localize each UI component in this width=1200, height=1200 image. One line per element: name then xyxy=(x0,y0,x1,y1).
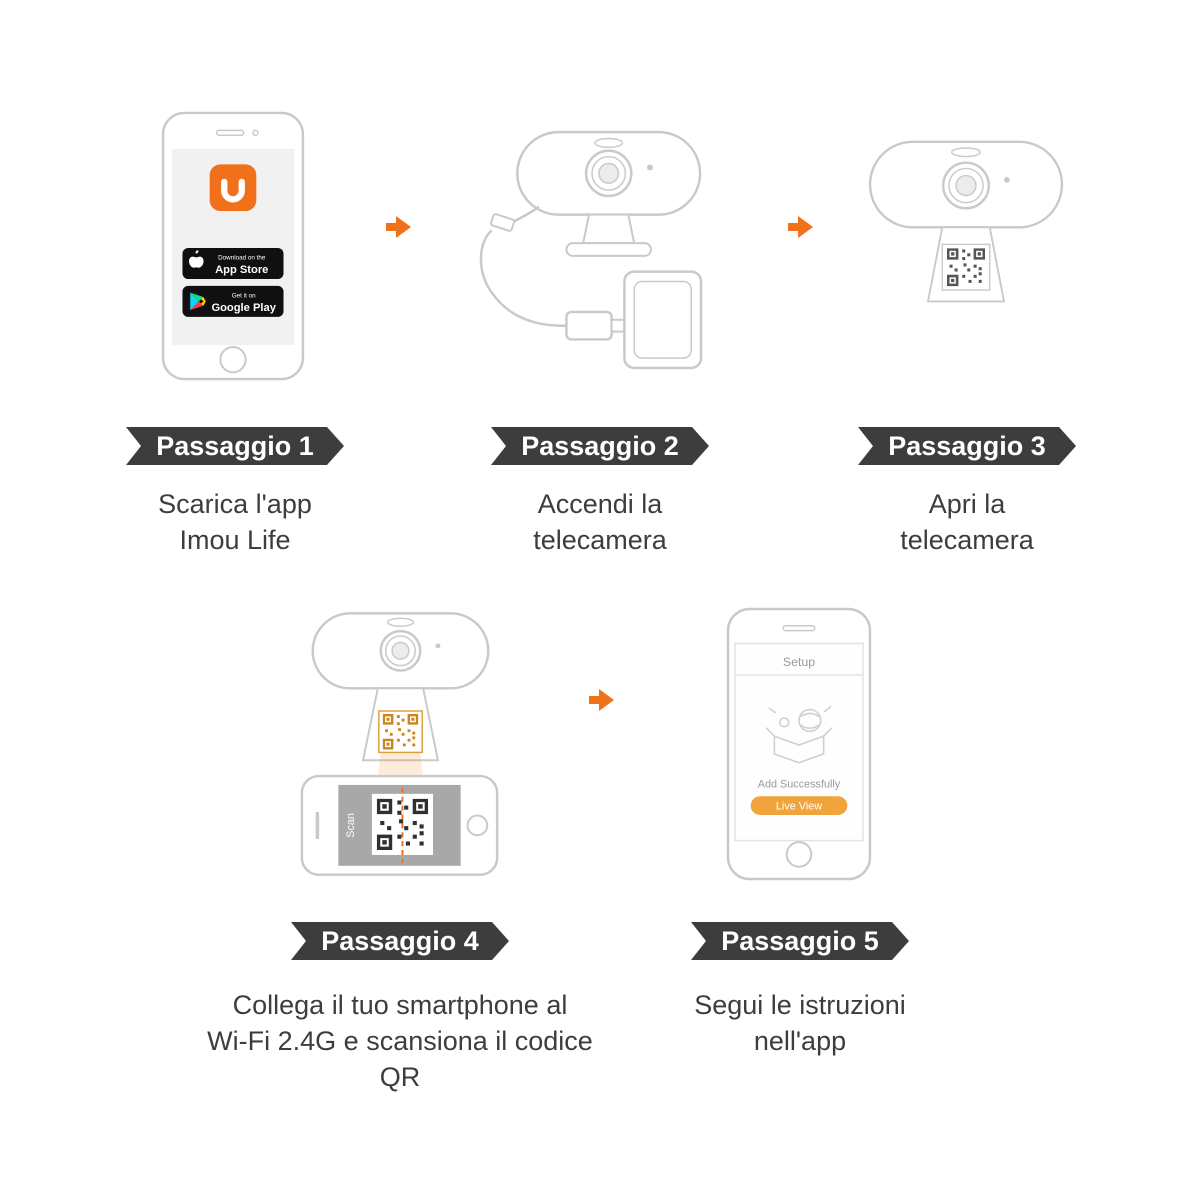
camera-light-sensor xyxy=(951,147,981,158)
step3-banner: Passaggio 3 xyxy=(858,427,1076,465)
google-play-line1: Get it on xyxy=(232,292,256,299)
google-play-line2: Google Play xyxy=(211,302,276,314)
phone-setup-success-illustration: Setup Add Successfully Live View xyxy=(726,607,872,881)
apple-icon xyxy=(195,250,199,254)
step5-banner: Passaggio 5 xyxy=(691,922,909,960)
step4-banner: Passaggio 4 xyxy=(291,922,509,960)
home-button xyxy=(785,841,813,868)
camera-lens xyxy=(379,629,422,672)
arrow-right-icon xyxy=(589,689,614,711)
google-play-icon xyxy=(190,292,206,311)
camera-indicator-dot xyxy=(647,164,653,171)
step1-caption: Scarica l'app Imou Life xyxy=(158,489,312,555)
step2-banner: Passaggio 2 xyxy=(491,427,709,465)
camera-indicator-dot xyxy=(435,643,441,649)
camera-lens xyxy=(584,149,633,198)
phone-camera-dot xyxy=(252,129,259,137)
step1-banner: Passaggio 1 xyxy=(126,427,344,465)
step2-caption: Accendi la telecamera xyxy=(533,489,667,555)
power-outlet xyxy=(623,270,703,370)
adapter-plug xyxy=(610,318,626,333)
phone-speaker xyxy=(215,129,245,136)
arrow-right-icon xyxy=(386,216,411,238)
scan-label: Scan xyxy=(345,813,357,838)
phone-speaker xyxy=(782,624,816,632)
app-store-line1: Download on the xyxy=(218,255,266,262)
live-view-label: Live View xyxy=(776,801,822,813)
step4-caption: Collega il tuo smartphone al Wi-Fi 2.4G … xyxy=(207,990,593,1092)
camera-base xyxy=(565,242,652,257)
camera-light-sensor xyxy=(594,137,624,149)
arrow-right-icon xyxy=(788,216,813,238)
home-button xyxy=(219,346,247,374)
app-store-line2: App Store xyxy=(215,264,268,276)
live-view-button: Live View xyxy=(750,796,848,815)
camera-lens xyxy=(942,161,990,210)
camera-qr-illustration xyxy=(868,140,1064,303)
power-adapter xyxy=(565,310,613,341)
camera-scan-phone-illustration: Scan xyxy=(300,612,499,876)
home-button xyxy=(466,814,489,837)
google-play-badge: Get it on Google Play xyxy=(182,285,284,317)
camera-power-illustration xyxy=(479,130,703,370)
camera-cord xyxy=(510,205,540,224)
camera-indicator-dot xyxy=(1004,176,1010,183)
setup-title: Setup xyxy=(783,655,815,669)
status-text: Add Successfully xyxy=(758,778,841,790)
success-doodle xyxy=(765,705,833,764)
app-store-badge: Download on the App Store xyxy=(182,247,284,280)
camera-light-sensor xyxy=(386,617,415,627)
step3-caption: Apri la telecamera xyxy=(900,489,1034,555)
camera-mount xyxy=(581,213,636,245)
phone-speaker xyxy=(315,811,320,840)
imou-app-icon xyxy=(209,164,257,212)
phone-app-download-illustration: Download on the App Store Get it on Goog… xyxy=(161,111,305,381)
usb-connector xyxy=(490,213,516,232)
power-cable xyxy=(479,229,567,327)
qr-label xyxy=(941,243,991,291)
step5-caption: Segui le istruzioni nell'app xyxy=(694,990,906,1056)
